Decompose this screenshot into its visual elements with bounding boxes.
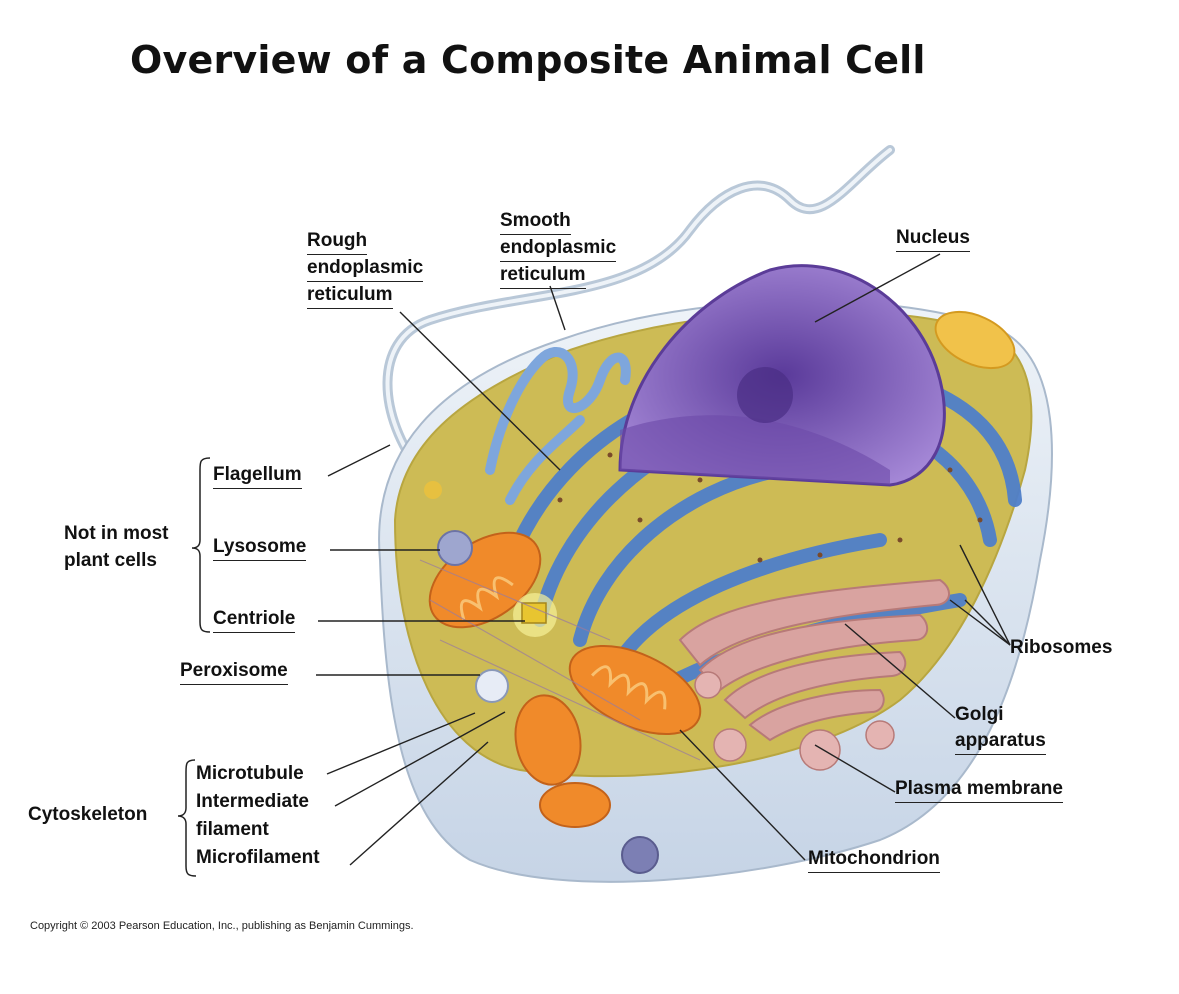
smooth-er-shape bbox=[485, 347, 631, 505]
group-cytoskeleton: Cytoskeleton bbox=[28, 804, 148, 825]
label-nucleus: Nucleus bbox=[896, 225, 970, 252]
leader-lines bbox=[316, 253, 1011, 866]
copyright-text: Copyright © 2003 Pearson Education, Inc.… bbox=[30, 920, 414, 932]
label-golgi: Golgi apparatus bbox=[955, 702, 1046, 755]
label-plasma-membrane: Plasma membrane bbox=[895, 776, 1063, 803]
label-peroxisome: Peroxisome bbox=[180, 658, 288, 685]
label-rough-er: Rough endoplasmic reticulum bbox=[307, 228, 424, 309]
label-lysosome: Lysosome bbox=[213, 534, 307, 561]
label-centriole: Centriole bbox=[213, 606, 296, 633]
brace bbox=[177, 457, 211, 877]
label-microtubule: Microtubule bbox=[196, 763, 304, 784]
label-microfilament: Microfilament bbox=[196, 847, 320, 868]
label-flagellum: Flagellum bbox=[213, 462, 302, 489]
page-title: Overview of a Composite Animal Cell bbox=[130, 38, 926, 82]
label-intermediate-filament-1: Intermediate bbox=[196, 791, 309, 812]
label-cytoskeleton-parts: Microtubule Intermediate filament Microf… bbox=[196, 760, 320, 872]
label-ribosomes: Ribosomes bbox=[1010, 637, 1113, 658]
group-not-in-plants: Not in most plant cells bbox=[64, 523, 169, 571]
label-intermediate-filament-2: filament bbox=[196, 819, 269, 840]
label-mitochondrion: Mitochondrion bbox=[808, 846, 940, 873]
label-smooth-er: Smooth endoplasmic reticulum bbox=[500, 208, 617, 289]
lysosome-shape bbox=[437, 530, 473, 566]
golgi-shape bbox=[678, 578, 950, 742]
peroxisome-shape bbox=[475, 669, 509, 703]
